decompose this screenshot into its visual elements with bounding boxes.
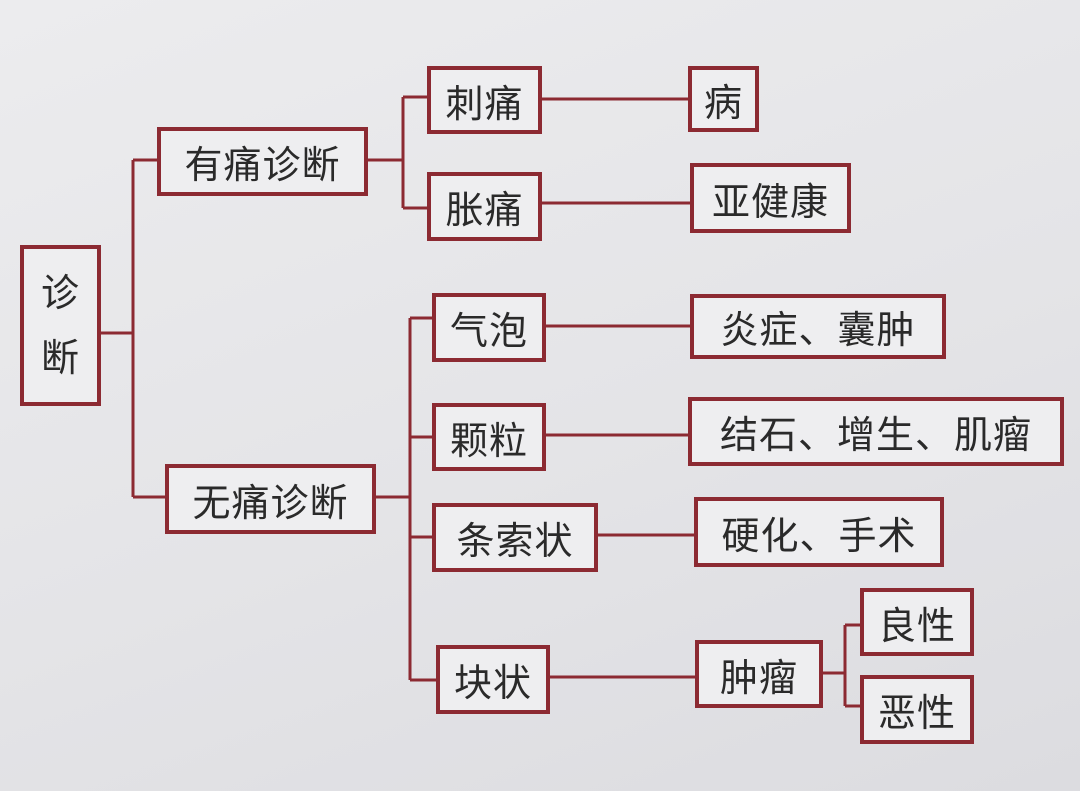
sclerosis-surgery-box: 硬化、手术 xyxy=(694,497,944,567)
root-char-1: 诊 xyxy=(40,270,80,315)
painless-connector xyxy=(375,316,436,682)
tumor-box: 肿瘤 xyxy=(695,640,823,708)
inflammation-cyst-box: 炎症、囊肿 xyxy=(690,294,946,359)
painful-diagnosis-box: 有痛诊断 xyxy=(157,127,368,196)
subhealth-box: 亚健康 xyxy=(690,163,851,233)
stabbing-pain-box: 刺痛 xyxy=(427,66,542,134)
bubble-box: 气泡 xyxy=(432,293,546,362)
malignant-box: 恶性 xyxy=(860,675,974,744)
stone-hyperplasia-fibroid-box: 结石、增生、肌瘤 xyxy=(688,397,1064,466)
painful-connector xyxy=(367,95,427,210)
disease-box: 病 xyxy=(688,66,759,132)
cord-box: 条索状 xyxy=(432,503,598,572)
tumor-connector xyxy=(822,623,860,708)
benign-box: 良性 xyxy=(860,588,974,656)
distending-pain-box: 胀痛 xyxy=(427,172,542,241)
result-connectors xyxy=(541,97,695,679)
root-diagnosis-box: 诊 断 xyxy=(20,245,101,406)
granule-box: 颗粒 xyxy=(432,403,546,471)
root-connector xyxy=(100,158,165,499)
root-char-2: 断 xyxy=(40,335,80,380)
painless-diagnosis-box: 无痛诊断 xyxy=(165,464,376,534)
lump-box: 块状 xyxy=(436,645,550,714)
